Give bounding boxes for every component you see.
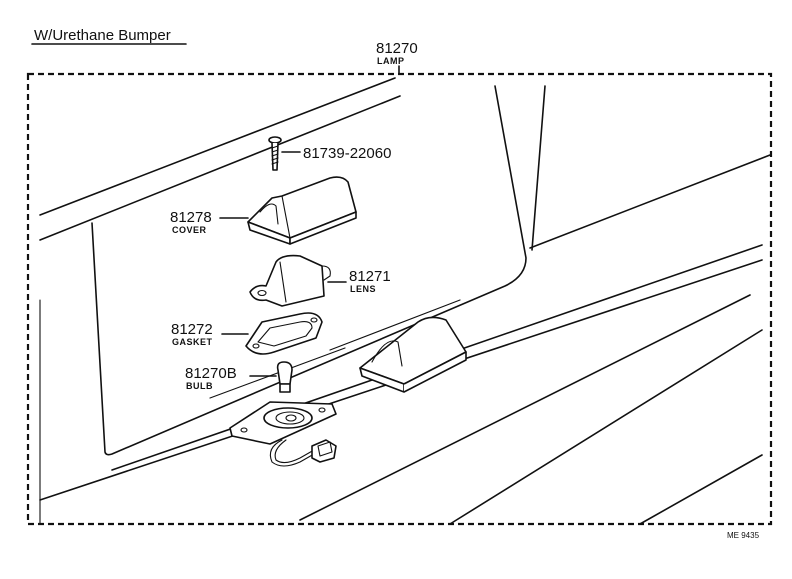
cover-name: COVER bbox=[172, 225, 207, 235]
gasket: 81272 GASKET bbox=[171, 312, 323, 355]
installed-lamp-base-side bbox=[403, 351, 467, 393]
cover-top bbox=[247, 176, 357, 239]
socket-hole-left bbox=[240, 427, 248, 433]
screw: 81739-22060 bbox=[268, 136, 391, 171]
gasket-hole-left bbox=[252, 343, 260, 349]
title-text: W/Urethane Bumper bbox=[34, 27, 171, 44]
wire-2 bbox=[274, 439, 315, 464]
assembly-part-number: 81270 bbox=[376, 40, 418, 57]
cover-ridge bbox=[281, 195, 291, 239]
diagram-title: W/Urethane Bumper bbox=[31, 27, 187, 45]
screw-head bbox=[268, 136, 282, 144]
vehicle-body bbox=[39, 77, 771, 525]
bumper-edge bbox=[329, 299, 461, 351]
socket-ring bbox=[263, 407, 313, 429]
bulb: 81270B BULB bbox=[185, 361, 293, 393]
screw-part-number: 81739-22060 bbox=[303, 145, 391, 162]
bumper-line-5 bbox=[639, 454, 763, 525]
bumper-line-4 bbox=[449, 329, 763, 525]
assembly-name: LAMP bbox=[377, 56, 405, 66]
bumper-edge-2 bbox=[209, 347, 346, 399]
cover-base-side bbox=[289, 211, 357, 245]
license-recess bbox=[91, 85, 527, 456]
socket-inner-ring bbox=[275, 411, 305, 425]
screw-thread bbox=[271, 145, 279, 165]
body-line-right-2 bbox=[531, 85, 546, 251]
gasket-part-number: 81272 bbox=[171, 321, 213, 338]
socket-center bbox=[285, 414, 297, 422]
figure-code: ME 9435 bbox=[727, 531, 760, 540]
cover: 81278 COVER bbox=[170, 176, 357, 245]
installed-lamp-notch bbox=[371, 340, 403, 367]
cover-notch bbox=[259, 203, 279, 225]
lens-part-number: 81271 bbox=[349, 268, 391, 285]
lens-body bbox=[249, 254, 325, 307]
bulb-name: BULB bbox=[186, 381, 213, 391]
bumper-line-3 bbox=[299, 294, 751, 521]
assembly-callout: 81270 LAMP bbox=[376, 40, 418, 75]
gasket-name: GASKET bbox=[172, 337, 213, 347]
body-line-top-1 bbox=[39, 77, 396, 216]
body-line-top-2 bbox=[39, 95, 401, 241]
connector bbox=[311, 439, 337, 463]
lens-name: LENS bbox=[350, 284, 376, 294]
wire-1 bbox=[269, 439, 315, 467]
lens-tab bbox=[321, 265, 331, 281]
bulb-base bbox=[279, 383, 291, 393]
lamp-socket bbox=[229, 401, 337, 467]
gasket-inner bbox=[257, 321, 313, 347]
assembly-boundary bbox=[26, 72, 773, 526]
installed-lamp bbox=[359, 316, 467, 393]
bulb-glass bbox=[276, 361, 293, 385]
lens: 81271 LENS bbox=[249, 254, 391, 307]
socket-hole-right bbox=[318, 407, 326, 413]
installed-lamp-body bbox=[359, 316, 467, 385]
lens-edge bbox=[279, 261, 287, 303]
body-line-right-1 bbox=[529, 154, 771, 249]
gasket-hole-right bbox=[310, 317, 318, 323]
lens-hole bbox=[257, 289, 267, 297]
bulb-part-number: 81270B bbox=[185, 365, 237, 382]
connector-face bbox=[317, 441, 333, 457]
cover-part-number: 81278 bbox=[170, 209, 212, 226]
